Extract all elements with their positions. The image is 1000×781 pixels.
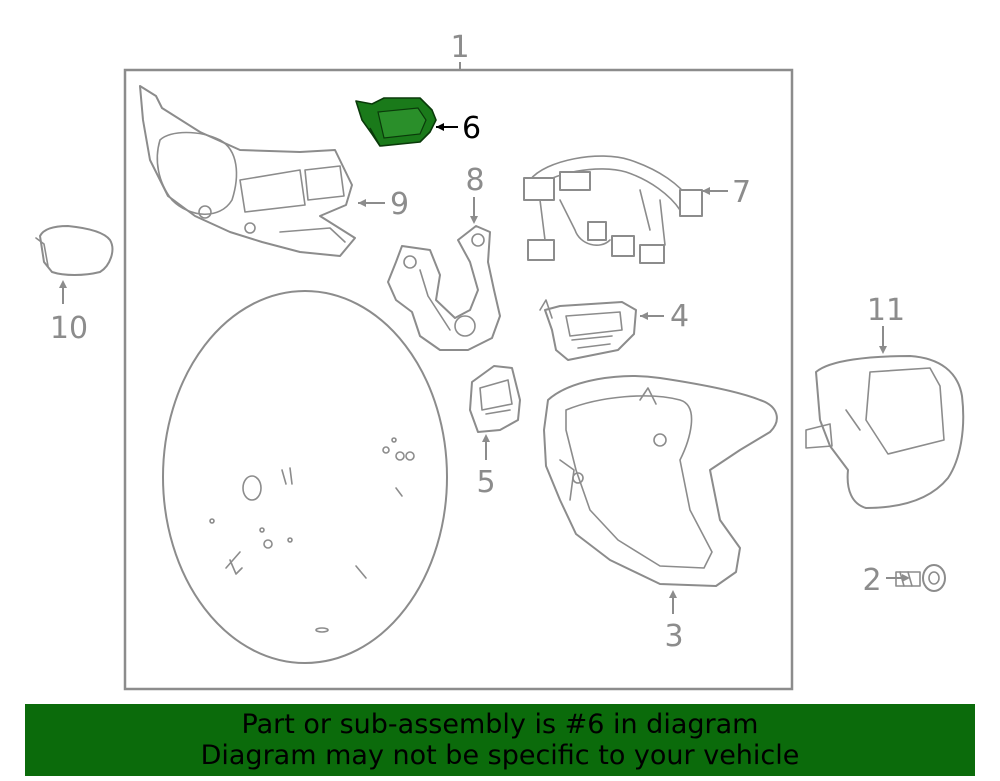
info-banner: Part or sub-assembly is #6 in diagram Di… (25, 704, 975, 776)
part-10-cover[interactable] (35, 225, 114, 276)
part-5-switch-left[interactable] (469, 365, 521, 433)
part-2-bolt[interactable] (895, 564, 946, 592)
callout-10[interactable]: 10 (50, 311, 88, 346)
part-9-rear-cover[interactable] (139, 85, 356, 257)
part-7-wiring-harness[interactable] (523, 155, 703, 264)
part-6-bracket-highlighted[interactable] (355, 97, 437, 147)
assembly-frame (123, 68, 794, 691)
callout-6[interactable]: 6 (462, 111, 481, 146)
callout-1[interactable]: 1 (450, 30, 469, 65)
banner-line-1: Part or sub-assembly is #6 in diagram (241, 709, 759, 740)
callout-2[interactable]: 2 (862, 563, 881, 598)
banner-line-2: Diagram may not be specific to your vehi… (200, 740, 800, 771)
parts-diagram: 1 9 6 7 (35, 30, 965, 691)
callout-3[interactable]: 3 (664, 619, 683, 654)
part-8-switch-bracket[interactable] (387, 225, 501, 351)
callout-11[interactable]: 11 (867, 293, 905, 328)
part-11-airbag[interactable] (805, 355, 965, 509)
callout-9[interactable]: 9 (390, 187, 409, 222)
part-4-switch-right[interactable] (539, 299, 637, 361)
callout-4[interactable]: 4 (670, 299, 689, 334)
part-3-wheel-trim[interactable] (543, 375, 778, 587)
steering-wheel-plate (162, 290, 448, 664)
callout-5[interactable]: 5 (476, 465, 495, 500)
callout-8[interactable]: 8 (465, 163, 484, 198)
callout-7[interactable]: 7 (732, 175, 751, 210)
